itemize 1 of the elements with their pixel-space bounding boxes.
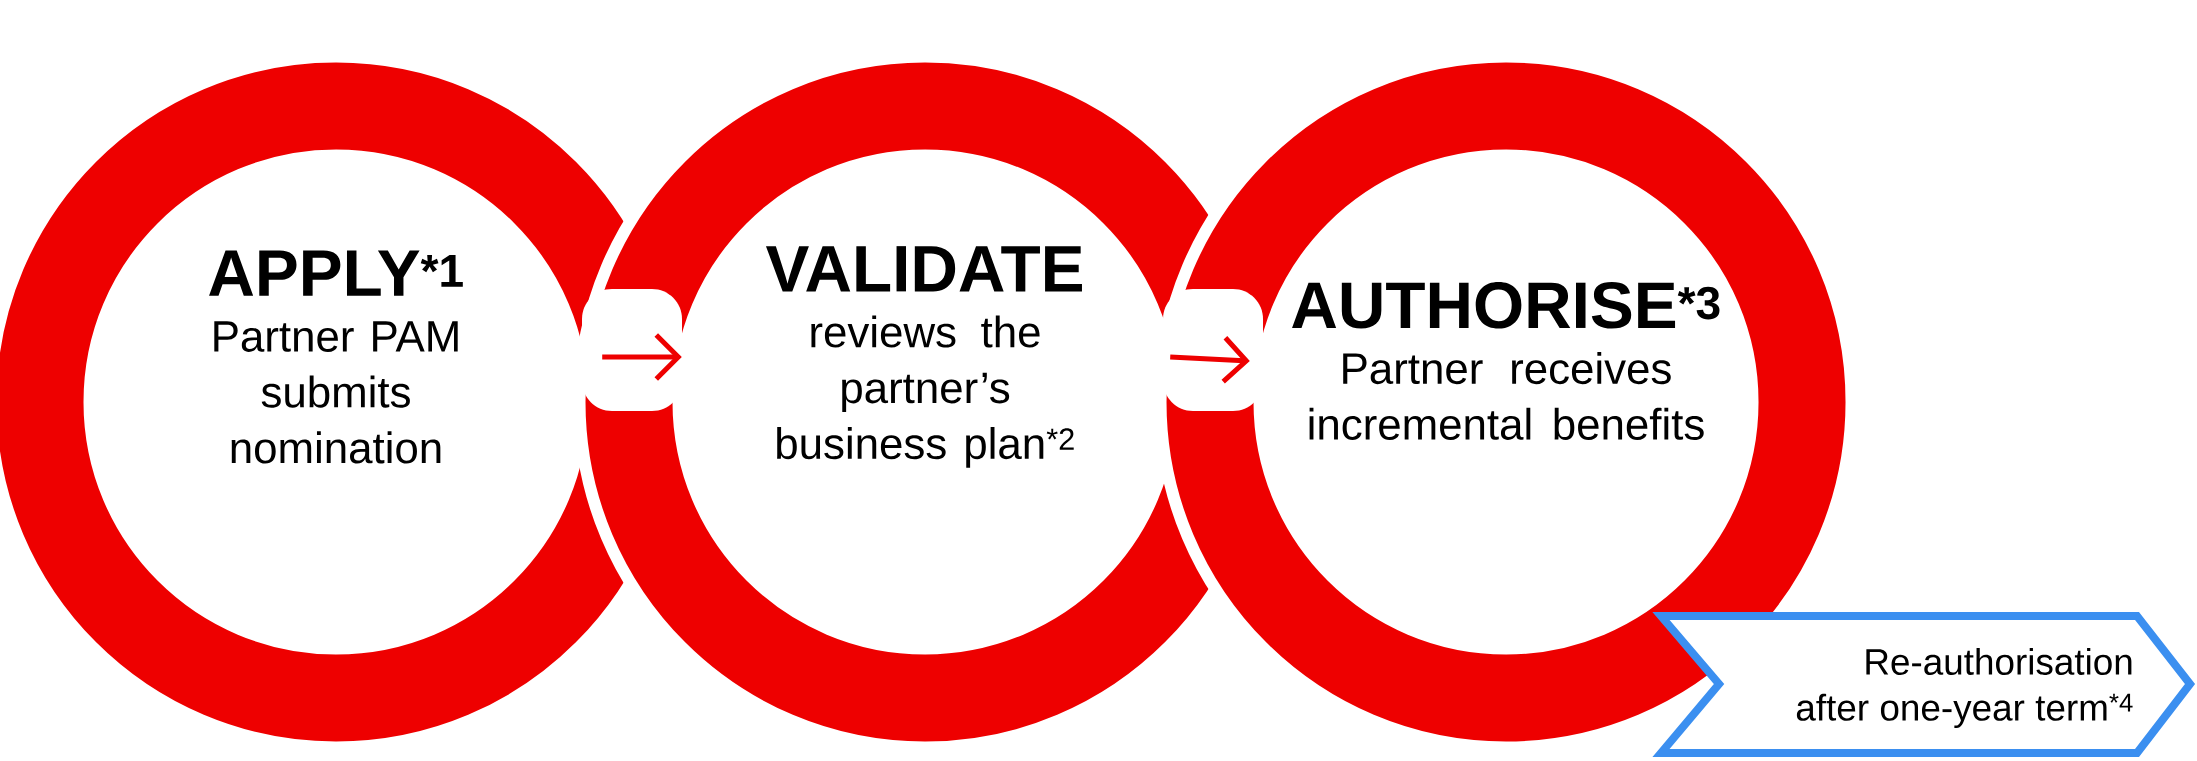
chevron-tag: Re-authorisation after one-year term$^{*4}$ bbox=[1652, 612, 2196, 757]
